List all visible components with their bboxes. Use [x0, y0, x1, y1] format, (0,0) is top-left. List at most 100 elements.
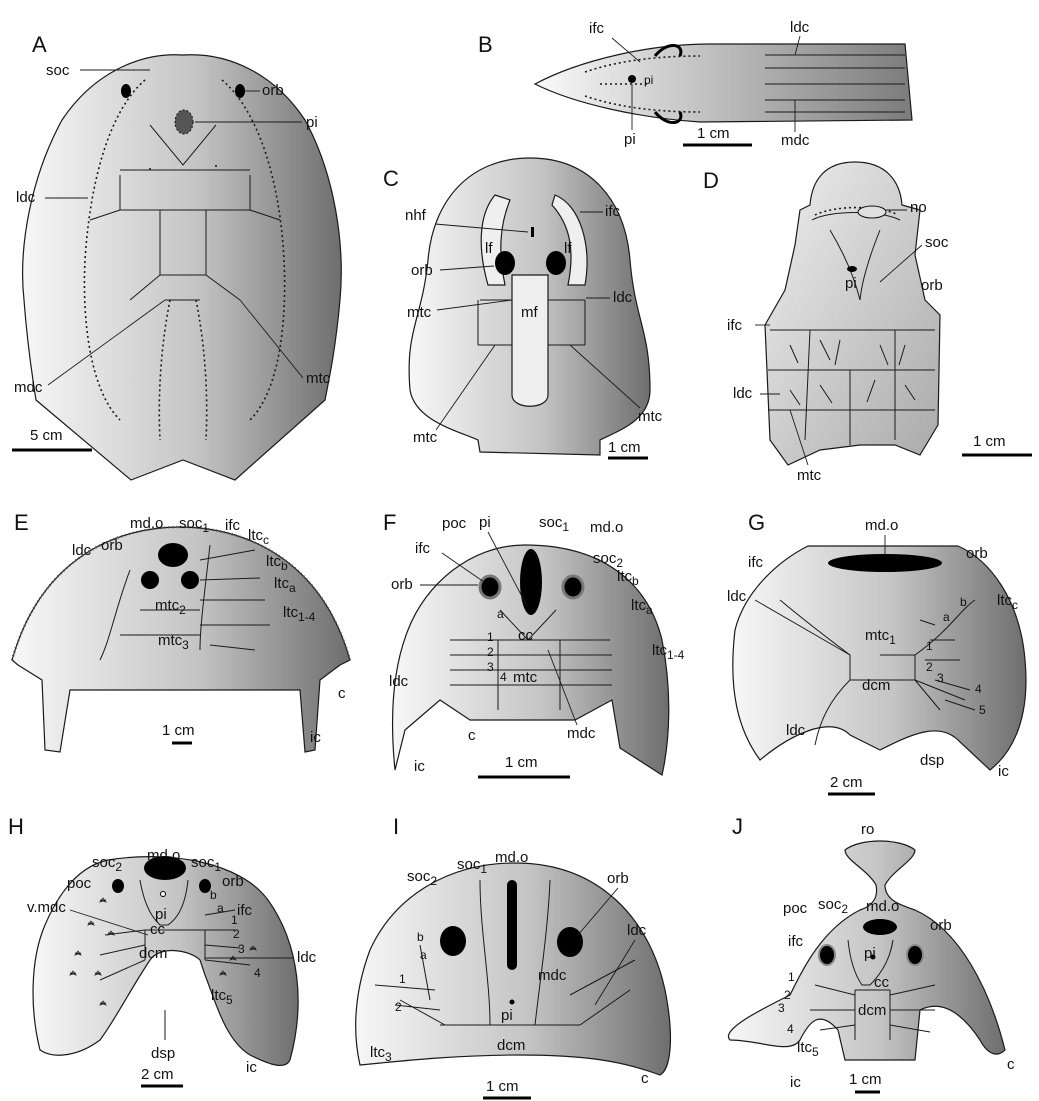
- panel-j-label-n3: 3: [778, 1001, 785, 1015]
- panel-h-label-ifc: ifc: [237, 902, 253, 919]
- panel-f-label-cc: cc: [518, 627, 534, 644]
- panel-h-label-dsp: dsp: [151, 1045, 175, 1062]
- panel-h-label-cc: cc: [150, 921, 166, 938]
- panel-i-label-mdc: mdc: [538, 967, 567, 984]
- panel-c-scale: 1 cm: [608, 439, 641, 456]
- panel-a-label-soc: soc: [46, 62, 70, 79]
- panel-j-orbit-left: [819, 945, 835, 965]
- panel-j-label-soc2: soc2: [818, 896, 848, 916]
- panel-d-label-no: no: [910, 199, 927, 216]
- panel-f-label-ifc: ifc: [415, 540, 431, 557]
- panel-i: I soc1 md.o soc2 orb ldc b a 1 mdc pi 2 …: [356, 814, 671, 1098]
- panel-f-label-orb: orb: [391, 576, 413, 593]
- panel-f-label-n4: 4: [500, 670, 507, 684]
- panel-g-label-n1: 1: [926, 639, 933, 653]
- panel-label-g: G: [748, 510, 765, 535]
- panel-d-label-orb: orb: [921, 277, 943, 294]
- panel-i-label-n1: 1: [399, 972, 406, 986]
- panel-c-nasohypophyseal-foramen: [531, 227, 534, 237]
- panel-d-scale: 1 cm: [973, 433, 1006, 450]
- panel-i-label-mdo: md.o: [495, 849, 528, 866]
- panel-c-label-orb: orb: [411, 262, 433, 279]
- panel-e-orbit-left: [141, 571, 159, 589]
- panel-g-label-mdo: md.o: [865, 517, 898, 534]
- panel-i-orbit-left: [440, 926, 466, 956]
- panel-j-label-cc: cc: [874, 974, 890, 991]
- panel-e-label-ldc: ldc: [72, 542, 92, 559]
- panel-h-label-n3: 3: [238, 942, 245, 956]
- panel-d-label-ldc: ldc: [733, 385, 753, 402]
- panel-g-label-n4: 4: [975, 682, 982, 696]
- panel-a-pineal-opening: [175, 110, 193, 134]
- panel-h-orbit-left: [112, 879, 124, 893]
- panel-j-label-ifc: ifc: [788, 933, 804, 950]
- panel-a-label-ldc: ldc: [16, 189, 36, 206]
- panel-b: B ifc ldc pi pi mdc 1 cm: [478, 19, 912, 149]
- panel-h-label-b: b: [210, 888, 217, 902]
- panel-j-label-n1: 1: [788, 970, 795, 984]
- panel-d-label-ifc: ifc: [727, 317, 743, 334]
- panel-g-label-ldc: ldc: [727, 588, 747, 605]
- panel-g-label-n2: 2: [926, 660, 933, 674]
- panel-f-label-n1: 1: [487, 630, 494, 644]
- panel-e-label-c: c: [338, 685, 346, 702]
- panel-c-median-field: [512, 275, 548, 406]
- panel-e: E md.o soc1 ifc ltcc orb ldc ltcb ltca m…: [12, 510, 350, 752]
- panel-d-nasal-opening: [858, 206, 886, 218]
- panel-c-label-ldc: ldc: [613, 289, 633, 306]
- panel-f-label-pi: pi: [479, 514, 491, 531]
- panel-j-label-orb: orb: [930, 917, 952, 934]
- panel-label-c: C: [383, 166, 399, 191]
- panel-h-label-mdo: md.o: [147, 847, 180, 864]
- panel-f: F poc pi soc1 md.o ifc soc2 orb ltcb ltc…: [383, 510, 685, 777]
- panel-label-f: F: [383, 510, 396, 535]
- panel-d-pineal: [847, 266, 857, 272]
- panel-g-label-b: b: [960, 595, 967, 609]
- panel-g: G md.o orb ifc ltcc b a ldc mtc1 1 2 3 d…: [727, 510, 1026, 794]
- panel-i-label-dcm: dcm: [497, 1037, 525, 1054]
- panel-g-median-dorsal-opening: [828, 554, 942, 572]
- panel-j-label-ro: ro: [861, 821, 874, 838]
- panel-label-j: J: [732, 814, 743, 839]
- panel-a-scale: 5 cm: [30, 427, 63, 444]
- panel-b-label-pi: pi: [624, 131, 636, 148]
- panel-i-label-c: c: [641, 1070, 649, 1087]
- panel-j: J ro poc soc2 md.o ifc orb pi cc 1 2 3 d…: [728, 814, 1015, 1092]
- panel-j-label-pi: pi: [864, 945, 876, 962]
- panel-f-label-a: a: [497, 607, 504, 621]
- panel-c: C nhf ifc lf lf orb ldc mtc mf mtc mtc 1…: [383, 158, 663, 458]
- panel-d-label-pi: pi: [845, 275, 857, 292]
- panel-g-label-ifc: ifc: [748, 554, 764, 571]
- panel-e-label-ifc: ifc: [225, 517, 241, 534]
- panel-g-label-dsp: dsp: [920, 752, 944, 769]
- panel-h-label-n2: 2: [233, 927, 240, 941]
- panel-f-label-ic: ic: [414, 758, 425, 775]
- panel-j-median-dorsal-opening: [863, 919, 897, 935]
- panel-j-orbit-right: [907, 945, 923, 965]
- panel-f-scale: 1 cm: [505, 754, 538, 771]
- panel-f-pineal: [526, 607, 531, 612]
- panel-a: A soc orb pi ldc mdc mtc 5 cm: [12, 32, 341, 480]
- panel-b-label-pi-small: pi: [644, 73, 653, 87]
- panel-f-median-dorsal-opening: [520, 549, 542, 615]
- panel-f-label-mdc: mdc: [567, 725, 596, 742]
- panel-j-label-ic: ic: [790, 1074, 801, 1091]
- panel-c-label-mf: mf: [521, 304, 538, 321]
- panel-g-label-n3: 3: [937, 671, 944, 685]
- panel-d-label-soc: soc: [925, 234, 949, 251]
- panel-i-label-n2: 2: [395, 1000, 402, 1014]
- panel-d-label-mtc: mtc: [797, 467, 822, 484]
- panel-h-label-orb: orb: [222, 873, 244, 890]
- panel-e-scale: 1 cm: [162, 722, 195, 739]
- panel-j-label-c: c: [1007, 1056, 1015, 1073]
- panel-f-label-ldc: ldc: [389, 673, 409, 690]
- panel-b-rostrum: [535, 44, 912, 122]
- panel-j-label-n2: 2: [784, 988, 791, 1002]
- panel-h-scale: 2 cm: [141, 1066, 174, 1083]
- panel-e-orbit-right: [181, 571, 199, 589]
- panel-c-label-mtc-b: mtc: [413, 429, 438, 446]
- panel-b-pineal: [628, 75, 636, 83]
- panel-i-pineal: [510, 1000, 515, 1005]
- panel-h-label-vmdc: v.mdc: [27, 899, 66, 916]
